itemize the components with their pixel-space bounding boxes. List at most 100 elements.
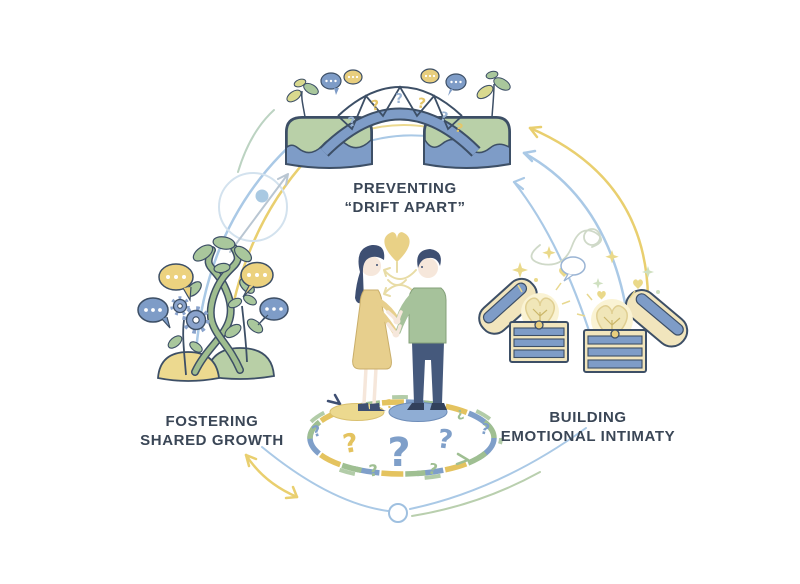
gear-plant — [167, 296, 210, 376]
man-pants — [412, 342, 444, 404]
compass-circle-icon — [218, 172, 288, 242]
bridge-illustration: ? ? ? ? ? ? — [285, 68, 511, 169]
man-face — [418, 258, 438, 278]
treasure-chest-left — [478, 277, 571, 363]
speech-bubble-icon — [445, 73, 467, 96]
cycle-bottom-node-icon — [388, 503, 408, 523]
speech-bubble-icon — [137, 297, 171, 329]
speech-bubble-icon — [420, 68, 440, 84]
speech-bubble-icon — [240, 261, 274, 298]
question-mark: ? — [454, 120, 465, 135]
chest-plank — [587, 359, 643, 369]
arc-bottom-right-blue — [409, 427, 587, 510]
ring-question-marks: ? ? ? ? ? ? ? ? ? — [310, 397, 492, 481]
right-plant-stem — [491, 83, 495, 118]
man-eye — [421, 266, 423, 268]
squiggle-circle — [583, 228, 601, 246]
star-icon — [642, 266, 654, 278]
held-hands — [393, 317, 401, 325]
arrow-right-up-blue1 — [522, 151, 630, 322]
label-line: EMOTIONAL INTIMATY — [500, 428, 676, 445]
speech-bubble-icon — [320, 72, 342, 95]
cycle-arrows — [194, 109, 650, 523]
chest-plank — [513, 349, 565, 359]
chest-lid — [478, 277, 538, 335]
woman-eye — [376, 264, 378, 266]
cycle-node-icon — [218, 172, 289, 253]
arrowhead-right-up-yellow — [528, 125, 543, 139]
speech-bubble-icon — [158, 263, 194, 302]
woman-legs — [362, 367, 378, 405]
squiggle-loop-icon — [530, 228, 602, 266]
arc-bottom-right-green — [411, 471, 541, 517]
woman-shoe — [370, 403, 386, 411]
arc-left-teal — [237, 109, 275, 173]
question-mark: ? — [416, 96, 426, 113]
man-shoe — [430, 403, 447, 410]
chest-clasp — [534, 320, 544, 330]
woman-face — [361, 256, 381, 276]
label-line: BUILDING — [549, 409, 627, 426]
couple-illustration: ? ? ? ? ? ? ? ? ? — [301, 232, 503, 481]
speech-bubble-outline-icon — [560, 256, 586, 282]
man-hair — [417, 249, 441, 268]
arrowhead-right-up-blue2 — [512, 176, 526, 191]
bridge-question-marks: ? ? ? ? ? ? — [347, 92, 465, 136]
heart-rays — [517, 282, 571, 305]
bridge-arch — [320, 109, 480, 156]
heart-icon — [597, 291, 606, 300]
chest-clasp — [610, 329, 620, 339]
question-mark: ? — [395, 92, 403, 107]
star-icon — [605, 250, 619, 264]
gear-plant-stem — [182, 319, 187, 376]
label-preventing-drift-apart: PREVENTING “DRIFT APART” — [255, 179, 555, 217]
plants-illustration — [137, 236, 289, 382]
bridge-speech-bubbles — [320, 68, 467, 96]
heart-rays — [576, 290, 636, 317]
left-plant-leaf — [286, 89, 302, 103]
arrow-right-up-yellow — [528, 126, 650, 300]
chest-sparkles — [512, 246, 660, 300]
woman-figure — [352, 244, 400, 411]
bridge-truss-lattice — [337, 85, 463, 131]
woman-shoe — [358, 403, 375, 411]
speech-bubble-icon — [257, 297, 289, 326]
question-mark: ? — [436, 424, 455, 456]
man-figure — [392, 249, 447, 410]
compass-arrow-icon — [229, 173, 289, 253]
chest-plank — [587, 347, 643, 357]
arrow-bottom-left-yellow — [244, 453, 299, 499]
sparkle-dot — [534, 278, 538, 282]
ring-arrow — [455, 452, 470, 466]
left-plant-stem — [301, 90, 306, 118]
intertwined-stems — [191, 244, 244, 376]
gear-plant-leaf — [189, 341, 203, 353]
man-shoe — [407, 403, 424, 410]
woman-hair — [355, 244, 385, 304]
label-line: FOSTERING — [165, 413, 259, 430]
arrowhead-right-up-blue1 — [522, 149, 537, 163]
question-mark: ? — [347, 114, 358, 130]
heart-icon — [384, 232, 410, 262]
question-mark: ? — [341, 428, 361, 460]
label-fostering-shared-growth: FOSTERING SHARED GROWTH — [62, 412, 362, 450]
question-mark: ? — [387, 430, 410, 476]
gear-icon — [182, 306, 210, 334]
left-plant-leaf — [293, 78, 307, 88]
star-icon — [512, 262, 528, 278]
star-icon — [592, 278, 604, 289]
chest-lid — [624, 289, 689, 348]
gear-plant-leaf — [167, 335, 183, 349]
exchange-swirl-icon — [383, 261, 417, 297]
star-icon — [542, 246, 556, 260]
chests-illustration — [478, 246, 689, 373]
question-mark: ? — [427, 459, 439, 478]
right-plant-leaf — [476, 84, 494, 100]
compass-dot-icon — [255, 189, 269, 203]
chest-plank — [513, 338, 565, 348]
arc-bottom-left-blue — [261, 446, 389, 512]
heart-icon — [633, 279, 643, 289]
right-plant-leaf — [485, 70, 499, 80]
